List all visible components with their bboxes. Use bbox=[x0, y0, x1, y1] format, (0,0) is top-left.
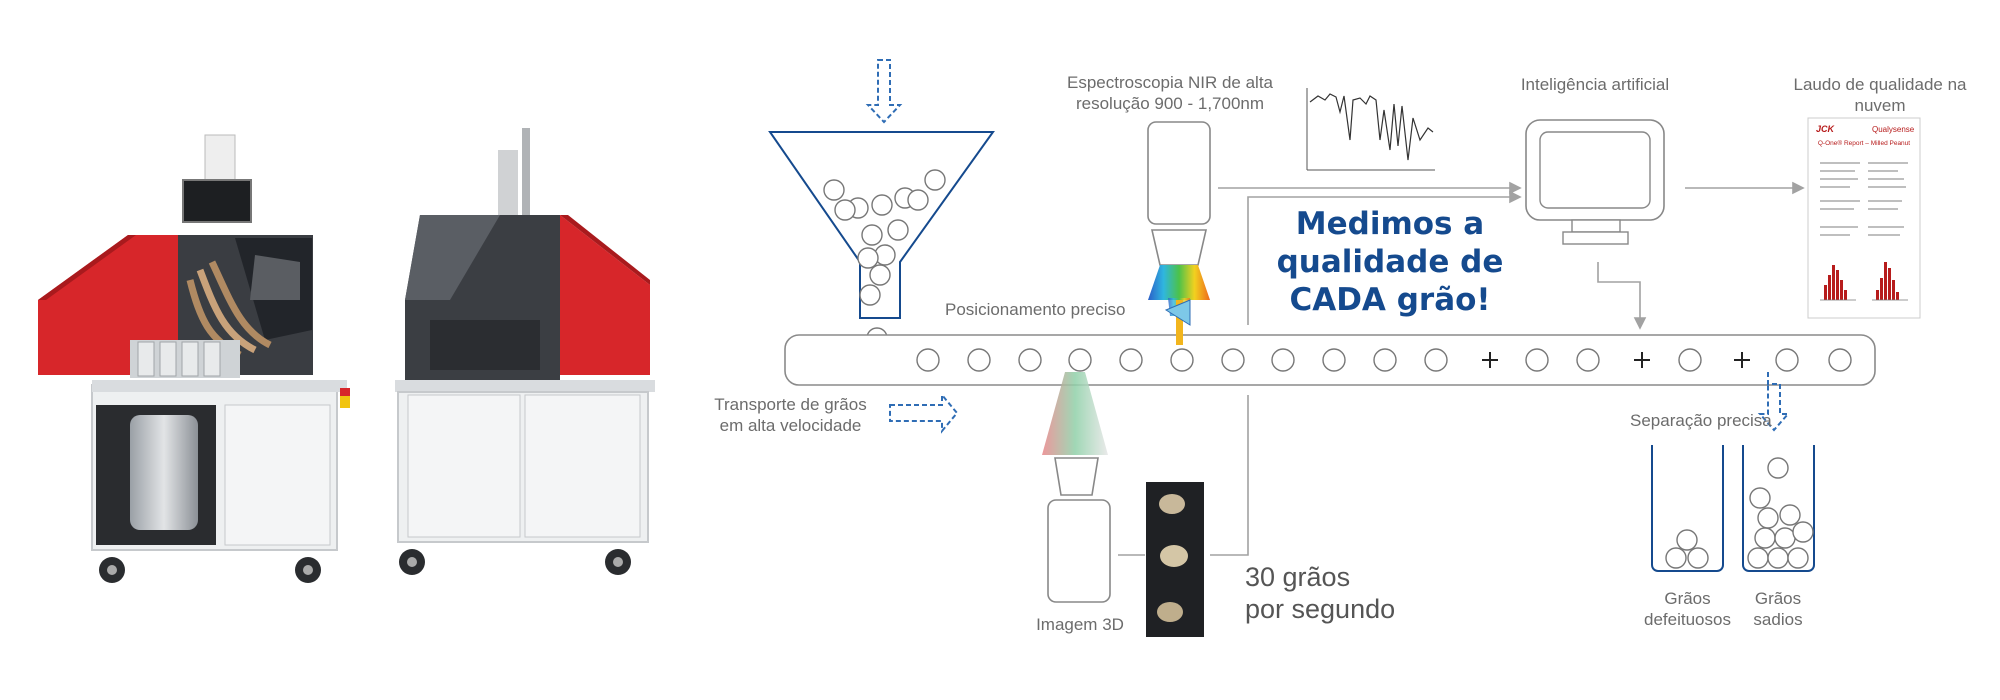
grain-photo-strip bbox=[1146, 482, 1204, 637]
headline: Medimos a qualidade de CADA grão! bbox=[1230, 205, 1550, 319]
label-nir: Espectroscopia NIR de alta resolução 900… bbox=[1067, 73, 1273, 113]
label-healthy: Grãos sadios bbox=[1753, 589, 1803, 629]
conveyor-belt bbox=[784, 334, 1876, 434]
headline-line-2: qualidade de bbox=[1276, 244, 1504, 280]
ai-computer-icon bbox=[1525, 119, 1665, 245]
headline-line-1: Medimos a bbox=[1295, 206, 1485, 242]
quality-report-card bbox=[1807, 117, 1921, 319]
label-ai: Inteligência artificial bbox=[1520, 75, 1670, 94]
nir-spectrum-plot bbox=[1306, 88, 1435, 171]
rate-line-2: por segundo bbox=[1245, 594, 1396, 624]
report-brand-left: JCK bbox=[1816, 124, 1835, 134]
separation-bins bbox=[1651, 372, 1815, 572]
label-transport: Transporte de grãos em alta velocidade bbox=[714, 395, 867, 435]
label-defective: Grãos defeituosos bbox=[1644, 589, 1731, 629]
sorting-machine-right bbox=[395, 128, 655, 575]
label-separation: Separação precisa bbox=[1630, 411, 1772, 430]
label-positioning: Posicionamento preciso bbox=[945, 300, 1126, 319]
sorting-machine-left bbox=[38, 134, 350, 583]
imaging-3d-camera bbox=[1042, 372, 1111, 603]
headline-line-3: CADA grão! bbox=[1289, 282, 1491, 318]
label-report: Laudo de qualidade na nuvem bbox=[1793, 75, 1967, 115]
rate-line-1: 30 grãos bbox=[1245, 562, 1351, 592]
nir-sensor bbox=[1147, 121, 1211, 345]
throughput-rate: 30 grãos por segundo bbox=[1245, 561, 1395, 625]
grain-hopper bbox=[768, 59, 995, 349]
signal-connectors bbox=[1118, 181, 1805, 556]
label-imaging: Imagem 3D bbox=[1036, 615, 1124, 634]
report-brand-right: Qualysense bbox=[1872, 125, 1915, 134]
report-title: Q-One® Report – Milled Peanut bbox=[1817, 140, 1911, 147]
